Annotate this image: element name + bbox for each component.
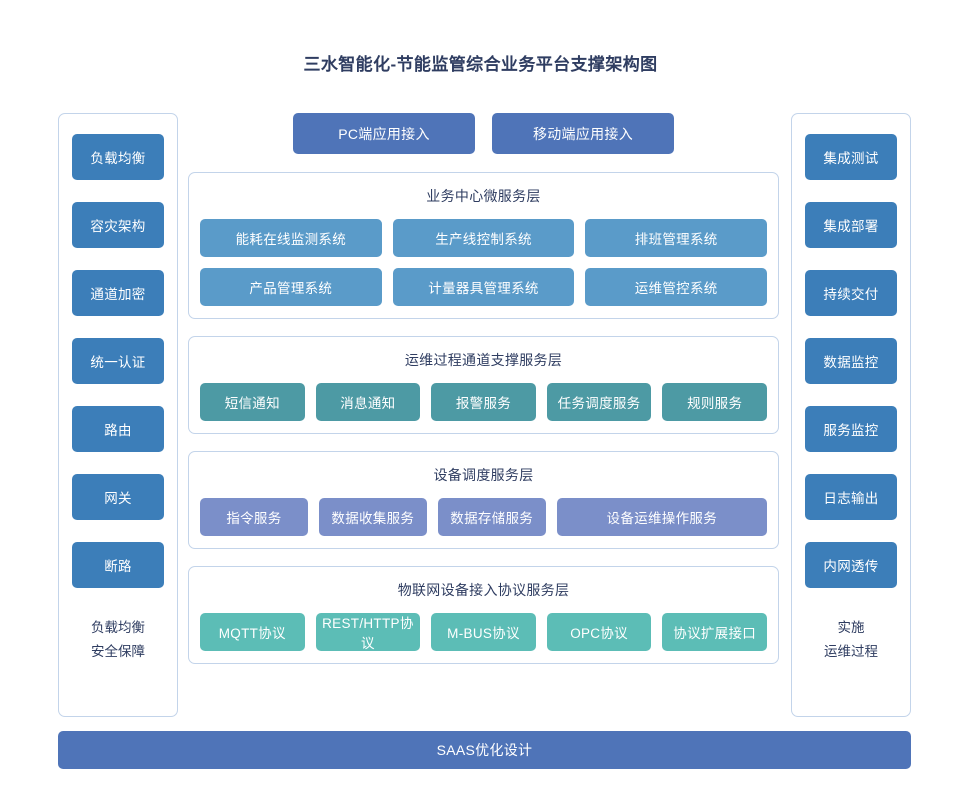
protocol-rest-http[interactable]: REST/HTTP协议 [315,613,421,651]
sidebar-item-unified-auth[interactable]: 统一认证 [72,338,164,384]
access-button-pc[interactable]: PC端应用接入 [293,113,475,154]
sidebar-item-log-output[interactable]: 日志输出 [805,474,897,520]
left-footer-line-1: 负载均衡 [91,620,145,635]
service-metering-device-management[interactable]: 计量器具管理系统 [392,268,575,306]
sidebar-item-routing[interactable]: 路由 [72,406,164,452]
layer-row: 指令服务 数据收集服务 数据存储服务 设备运维操作服务 [200,498,767,536]
service-data-collection[interactable]: 数据收集服务 [318,498,427,536]
center-stack: PC端应用接入 移动端应用接入 业务中心微服务层 能耗在线监测系统 生产线控制系… [188,113,779,717]
right-footer-line-1: 实施 [837,620,865,635]
service-ops-control[interactable]: 运维管控系统 [585,268,768,306]
protocol-opc[interactable]: OPC协议 [546,613,652,651]
sidebar-item-service-monitoring[interactable]: 服务监控 [805,406,897,452]
application-access-row: PC端应用接入 移动端应用接入 [188,113,779,154]
service-task-scheduling[interactable]: 任务调度服务 [546,383,652,421]
sidebar-item-channel-encryption[interactable]: 通道加密 [72,270,164,316]
layer-row: 产品管理系统 计量器具管理系统 运维管控系统 [200,268,768,306]
right-column-footer: 实施 运维过程 [824,616,878,664]
service-device-ops-operation[interactable]: 设备运维操作服务 [556,498,767,536]
service-message-notification[interactable]: 消息通知 [315,383,421,421]
sidebar-item-data-monitoring[interactable]: 数据监控 [805,338,897,384]
layer-title: 物联网设备接入协议服务层 [397,582,570,598]
layer-row: 短信通知 消息通知 报警服务 任务调度服务 规则服务 [200,383,767,421]
saas-optimization-bar[interactable]: SAAS优化设计 [58,731,911,769]
sidebar-item-dr-architecture[interactable]: 容灾架构 [72,202,164,248]
left-column-footer: 负载均衡 安全保障 [91,616,145,664]
layer-title: 业务中心微服务层 [426,188,541,204]
layer-iot-protocol-access: 物联网设备接入协议服务层 MQTT协议 REST/HTTP协议 M-BUS协议 … [188,566,779,664]
service-data-storage[interactable]: 数据存储服务 [437,498,546,536]
layer-row: 能耗在线监测系统 生产线控制系统 排班管理系统 [200,219,768,257]
sidebar-item-gateway[interactable]: 网关 [72,474,164,520]
protocol-mbus[interactable]: M-BUS协议 [431,613,536,651]
service-alarm[interactable]: 报警服务 [431,383,536,421]
layer-title: 运维过程通道支撑服务层 [404,352,563,368]
protocol-mqtt[interactable]: MQTT协议 [200,613,305,651]
service-product-management[interactable]: 产品管理系统 [200,268,382,306]
sidebar-item-circuit-breaker[interactable]: 断路 [72,542,164,588]
access-button-mobile[interactable]: 移动端应用接入 [492,113,674,154]
sidebar-item-intranet-tunnel[interactable]: 内网透传 [805,542,897,588]
layer-ops-channel-support: 运维过程通道支撑服务层 短信通知 消息通知 报警服务 任务调度服务 规则服务 [188,336,779,434]
service-command[interactable]: 指令服务 [200,498,308,536]
right-capability-column: 集成测试 集成部署 持续交付 数据监控 服务监控 日志输出 内网透传 实施 运维… [791,113,911,717]
layer-title: 设备调度服务层 [433,467,534,483]
sidebar-item-integration-deploy[interactable]: 集成部署 [805,202,897,248]
left-capability-column: 负载均衡 容灾架构 通道加密 统一认证 路由 网关 断路 负载均衡 安全保障 [58,113,178,717]
sidebar-item-integration-test[interactable]: 集成测试 [805,134,897,180]
layer-business-microservice: 业务中心微服务层 能耗在线监测系统 生产线控制系统 排班管理系统 产品管理系统 … [188,172,779,319]
page-title: 三水智能化-节能监管综合业务平台支撑架构图 [303,55,658,74]
service-energy-monitoring[interactable]: 能耗在线监测系统 [200,219,382,257]
left-footer-line-2: 安全保障 [91,644,145,659]
service-production-line-control[interactable]: 生产线控制系统 [392,219,575,257]
service-shift-management[interactable]: 排班管理系统 [585,219,768,257]
layer-device-scheduling: 设备调度服务层 指令服务 数据收集服务 数据存储服务 设备运维操作服务 [188,451,779,549]
sidebar-item-continuous-delivery[interactable]: 持续交付 [805,270,897,316]
layer-row: MQTT协议 REST/HTTP协议 M-BUS协议 OPC协议 协议扩展接口 [200,613,767,651]
service-rules[interactable]: 规则服务 [662,383,767,421]
right-footer-line-2: 运维过程 [824,644,878,659]
protocol-extension-interface[interactable]: 协议扩展接口 [662,613,767,651]
service-sms-notification[interactable]: 短信通知 [200,383,305,421]
sidebar-item-load-balance[interactable]: 负载均衡 [72,134,164,180]
